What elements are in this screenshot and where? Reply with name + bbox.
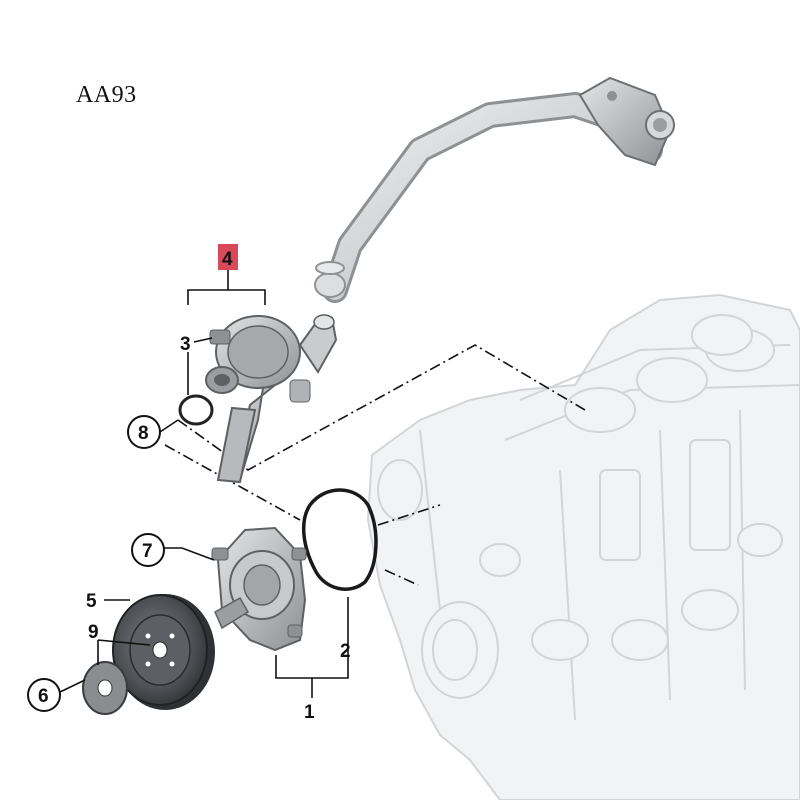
coolant-pipe: [314, 76, 675, 303]
callout-8: 8: [127, 415, 161, 449]
engine-block: [366, 293, 800, 801]
callout-6: 6: [27, 678, 61, 712]
callout-leaders: [59, 270, 349, 698]
o-ring: [178, 394, 214, 426]
callout-1: 1: [304, 702, 315, 723]
callout-4: 4: [218, 244, 238, 270]
leader-lines: [164, 344, 586, 586]
callout-label: 7: [142, 541, 153, 562]
hub-flange: [82, 661, 128, 715]
callout-label: 6: [38, 686, 49, 707]
callout-label: 8: [138, 423, 149, 444]
callout-3: 3: [180, 334, 191, 355]
gasket: [301, 488, 378, 591]
callout-2: 2: [340, 641, 351, 662]
callout-7: 7: [131, 533, 165, 567]
callout-5: 5: [86, 591, 97, 612]
figure-code: AA93: [76, 82, 137, 108]
callout-9: 9: [88, 622, 99, 643]
callout-label: 4: [222, 249, 233, 270]
thermostat-housing: [205, 314, 338, 484]
water-pump: [211, 526, 307, 652]
pulley: [112, 594, 215, 710]
highlight-box: [218, 244, 238, 270]
